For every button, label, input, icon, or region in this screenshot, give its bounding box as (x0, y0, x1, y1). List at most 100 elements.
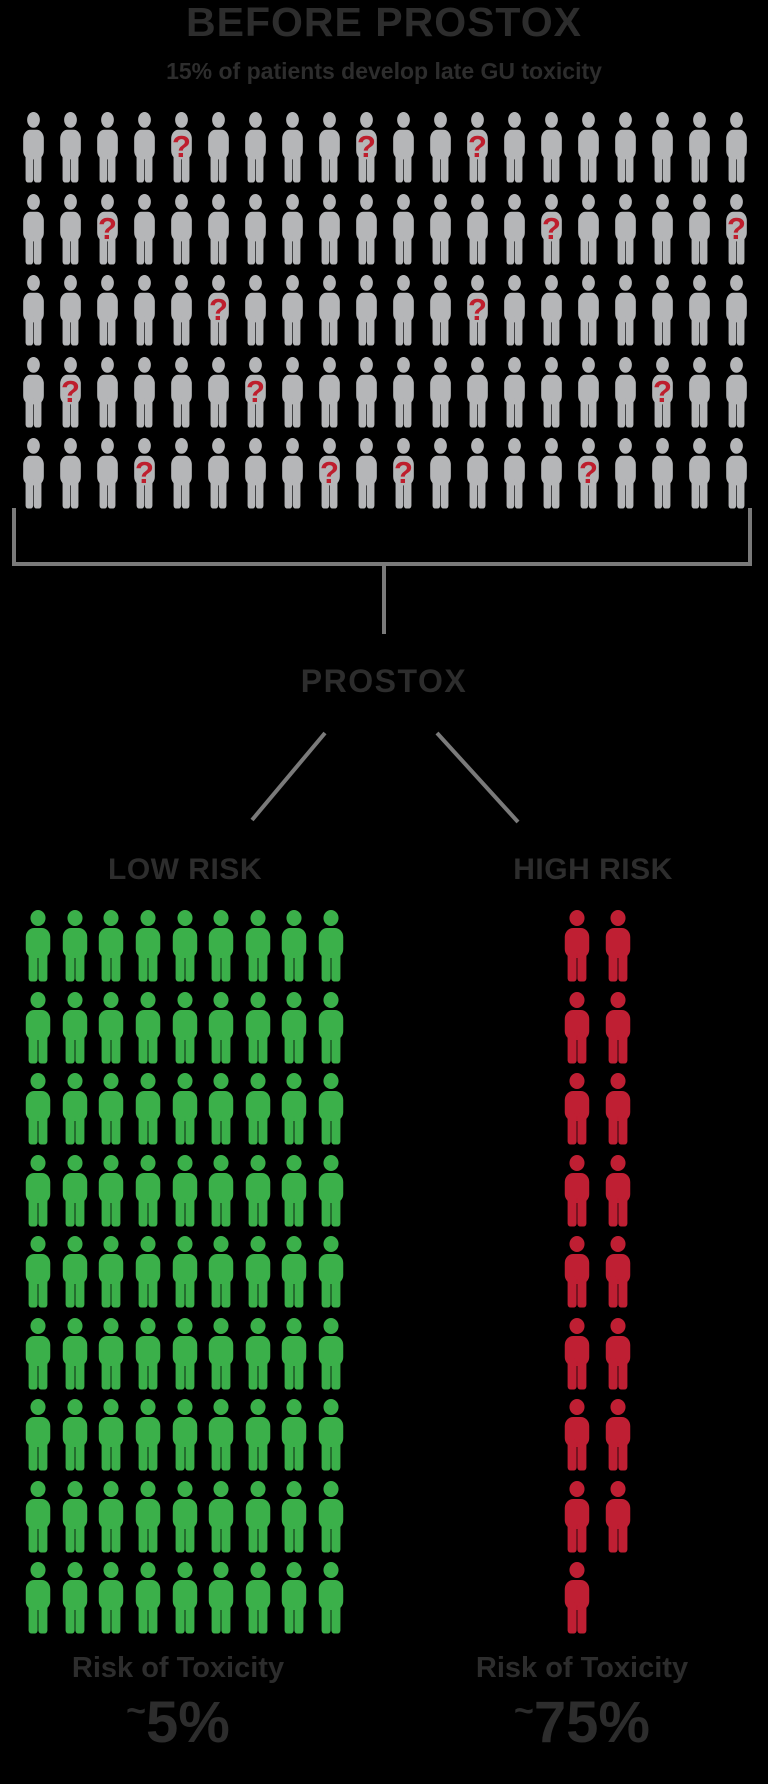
person-icon-question: ? (126, 438, 163, 509)
person-icon (200, 112, 237, 183)
person-icon (556, 992, 597, 1064)
person-icon (203, 1236, 240, 1308)
person-icon (313, 910, 350, 982)
person-icon (313, 1318, 350, 1390)
person-icon (570, 194, 607, 265)
person-icon (130, 1236, 167, 1308)
question-mark: ? (135, 455, 154, 490)
person-icon (348, 357, 385, 428)
person-icon (240, 1399, 277, 1471)
person-icon (422, 438, 459, 509)
person-icon (15, 275, 52, 346)
person-icon (52, 194, 89, 265)
high-risk-value: ~75% (400, 1690, 764, 1757)
person-icon (556, 1236, 597, 1308)
low-risk-tilde: ~ (126, 1692, 147, 1730)
person-icon (93, 1073, 130, 1145)
person-icon (89, 357, 126, 428)
person-icon (422, 194, 459, 265)
person-icon (200, 194, 237, 265)
person-icon (52, 275, 89, 346)
question-mark: ? (172, 129, 191, 164)
person-icon (276, 1318, 313, 1390)
person-icon (681, 438, 718, 509)
person-icon (556, 1562, 597, 1634)
person-icon (533, 112, 570, 183)
person-icon-question: ? (459, 275, 496, 346)
person-icon (57, 1155, 94, 1227)
person-icon (237, 194, 274, 265)
person-icon (274, 112, 311, 183)
person-icon-question: ? (52, 357, 89, 428)
person-icon (276, 992, 313, 1064)
person-icon (240, 1562, 277, 1634)
person-icon (163, 357, 200, 428)
person-icon (274, 275, 311, 346)
person-icon (422, 357, 459, 428)
connector-stem (382, 564, 386, 634)
person-icon (126, 357, 163, 428)
person-icon (240, 910, 277, 982)
person-icon (200, 438, 237, 509)
person-icon-question: ? (237, 357, 274, 428)
person-icon-question: ? (163, 112, 200, 183)
person-icon (93, 1399, 130, 1471)
person-icon (313, 1399, 350, 1471)
person-icon (93, 910, 130, 982)
person-icon (15, 194, 52, 265)
person-icon-question: ? (348, 112, 385, 183)
person-icon (274, 194, 311, 265)
page-title: BEFORE PROSTOX (186, 0, 582, 45)
person-icon (311, 112, 348, 183)
page-subtitle: 15% of patients develop late GU toxicity (166, 58, 602, 84)
person-icon (459, 438, 496, 509)
person-icon (166, 1236, 203, 1308)
person-icon (556, 1318, 597, 1390)
person-icon (313, 992, 350, 1064)
person-icon (166, 1073, 203, 1145)
person-icon (556, 910, 597, 982)
person-icon (57, 1399, 94, 1471)
person-icon (166, 1399, 203, 1471)
person-icon (313, 1481, 350, 1553)
person-icon (130, 1318, 167, 1390)
low-risk-number: 5% (146, 1690, 230, 1755)
person-icon (681, 112, 718, 183)
person-icon (718, 438, 755, 509)
person-icon (348, 438, 385, 509)
person-icon (681, 275, 718, 346)
person-icon (240, 1155, 277, 1227)
person-icon (533, 275, 570, 346)
person-icon (57, 1562, 94, 1634)
bracket (12, 508, 752, 566)
person-icon (597, 1236, 638, 1308)
person-icon (126, 112, 163, 183)
left-branch-line (250, 731, 327, 822)
person-icon (556, 1073, 597, 1145)
question-mark: ? (320, 455, 339, 490)
person-icon (385, 194, 422, 265)
person-icon (313, 1155, 350, 1227)
person-icon (166, 1562, 203, 1634)
person-icon (20, 992, 57, 1064)
before-prostox-grid: ??????????????? (15, 112, 755, 509)
person-icon (203, 1318, 240, 1390)
person-icon (240, 1236, 277, 1308)
person-icon (570, 112, 607, 183)
low-risk-value: ~5% (0, 1690, 356, 1757)
person-icon (89, 275, 126, 346)
person-icon (166, 910, 203, 982)
person-icon (607, 438, 644, 509)
person-icon (163, 275, 200, 346)
person-icon (607, 275, 644, 346)
person-icon (166, 1481, 203, 1553)
person-icon-question: ? (200, 275, 237, 346)
person-icon (607, 194, 644, 265)
person-icon (126, 194, 163, 265)
person-icon (274, 438, 311, 509)
person-icon (276, 1562, 313, 1634)
person-icon (459, 357, 496, 428)
high-risk-caption: Risk of Toxicity (475, 1652, 689, 1684)
person-icon (20, 910, 57, 982)
